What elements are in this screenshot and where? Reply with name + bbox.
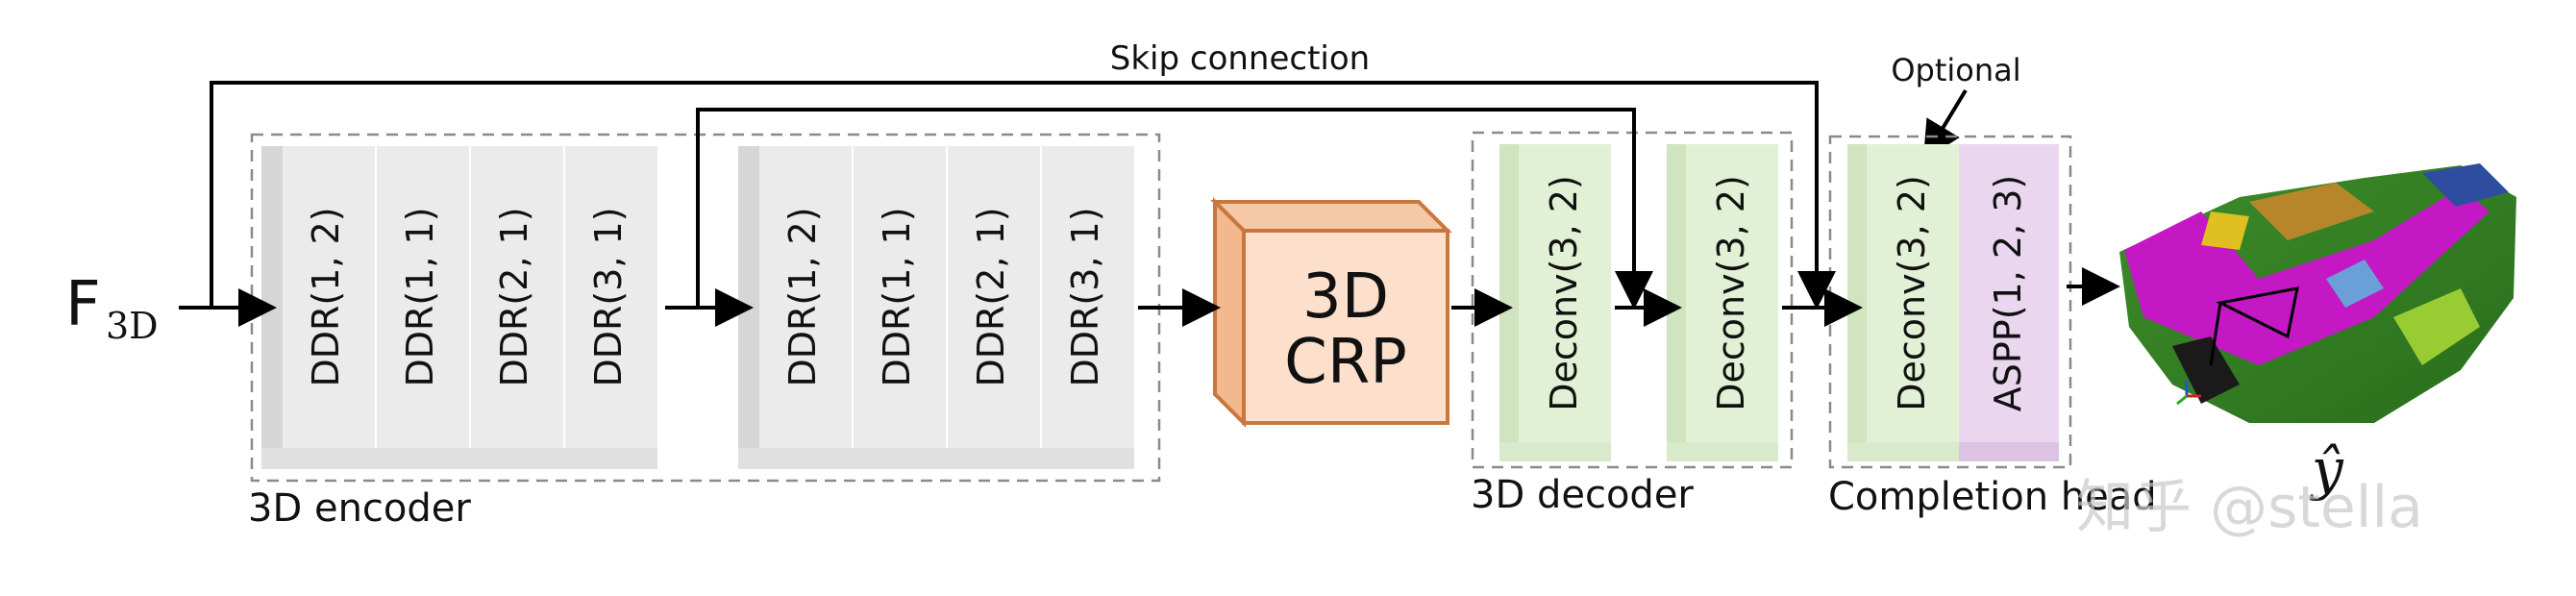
completion-aspp-block: ASPP(1, 2, 3) — [1959, 144, 2059, 461]
decoder-block-1: Deconv(3, 2) — [1499, 144, 1611, 461]
aspp-label: ASPP(1, 2, 3) — [1987, 175, 2029, 411]
decoder-group-label: 3D decoder — [1471, 473, 1694, 517]
optional-label: Optional — [1891, 52, 2020, 88]
skip-connection-label: Skip connection — [1110, 39, 1370, 78]
deconv-label: Deconv(3, 2) — [1710, 175, 1752, 411]
completion-group-box — [1828, 135, 2072, 469]
skip-connection-outer — [210, 81, 1836, 310]
deconv-label: Deconv(3, 2) — [1543, 175, 1585, 411]
output-label: ŷ — [2309, 436, 2344, 502]
decoder-block-2: Deconv(3, 2) — [1667, 144, 1778, 461]
crp-label-line2: CRP — [1284, 327, 1407, 398]
ddr-block: DDR(1, 2) — [759, 146, 852, 448]
ddr-label: DDR(1, 2) — [781, 207, 824, 386]
ddr-label: DDR(3, 1) — [1064, 207, 1106, 386]
ddr-block: DDR(1, 2) — [283, 146, 375, 448]
output-scene-image — [2119, 163, 2516, 423]
encoder-group-label: 3D encoder — [248, 486, 471, 531]
watermark: 知乎 @stella — [2076, 474, 2423, 541]
encoder-stack-b: DDR(1, 2) DDR(1, 1) DDR(2, 1) DDR(3, 1) — [738, 146, 1134, 469]
completion-group-label: Completion head — [1828, 475, 2157, 519]
ddr-label: DDR(2, 1) — [970, 207, 1012, 386]
ddr-label: DDR(1, 1) — [876, 207, 918, 386]
ddr-block: DDR(3, 1) — [1042, 146, 1134, 448]
ddr-label: DDR(1, 2) — [305, 207, 347, 386]
ddr-label: DDR(3, 1) — [587, 207, 630, 386]
ddr-label: DDR(2, 1) — [493, 207, 535, 386]
deconv-label: Deconv(3, 2) — [1891, 175, 1933, 411]
ddr-block: DDR(1, 1) — [854, 146, 946, 448]
skip-connection-inner — [696, 108, 1653, 310]
ddr-label: DDR(1, 1) — [399, 207, 441, 386]
crp-label-line1: 3D — [1302, 261, 1389, 333]
ddr-block: DDR(3, 1) — [565, 146, 657, 448]
ddr-block: DDR(2, 1) — [948, 146, 1040, 448]
input-subscript: 3D — [106, 305, 159, 347]
crp-block: 3D CRP — [1210, 197, 1452, 428]
input-label: F — [65, 269, 101, 340]
optional-arrow — [1922, 88, 1968, 161]
encoder-stack-a: DDR(1, 2) DDR(1, 1) DDR(2, 1) DDR(3, 1) — [261, 146, 657, 469]
ddr-block: DDR(2, 1) — [471, 146, 563, 448]
ddr-block: DDR(1, 1) — [377, 146, 469, 448]
completion-deconv-block: Deconv(3, 2) — [1847, 144, 1959, 461]
